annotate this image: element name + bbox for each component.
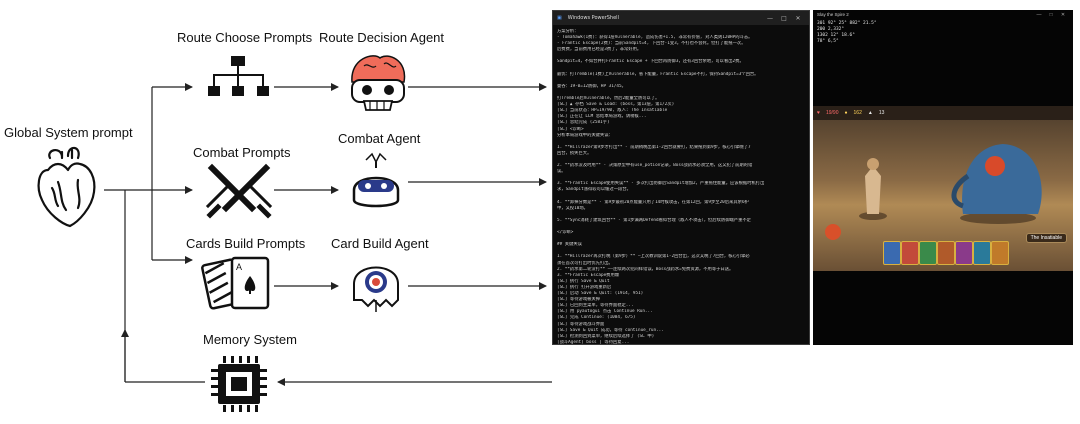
hand-card[interactable] bbox=[955, 241, 973, 265]
connectors bbox=[104, 83, 552, 386]
route-choose-prompts-label: Route Choose Prompts bbox=[177, 30, 313, 45]
terminal-line: [SL] 当前状态：HP=19/90, 敌人: The Insatiable bbox=[557, 108, 668, 114]
memory-system-label: Memory System bbox=[203, 332, 297, 347]
terminal-line: 3. **Frantic Escape使用失误** - 多次打出防御后Sandp… bbox=[557, 181, 765, 187]
game-titlebar: Slay the Spire 2 — □ ✕ bbox=[813, 10, 1073, 19]
perf-stat-line: 78° 6,5° bbox=[817, 39, 839, 44]
terminal-line: 4. **卸掉分数是** - 第9步最初20点能量只用了14时候攻击，在第12回… bbox=[557, 199, 749, 205]
hp-icon: ♥ bbox=[817, 110, 820, 116]
terminal-line: [SL] 已回到主菜单，等待界面稳定... bbox=[557, 303, 634, 309]
enemy-name-tag: The Insatiable bbox=[1025, 233, 1067, 243]
terminal-line: 2. **药水第二轮没打** ——连续两次犯同样错误，Boss战药水=免费资源，… bbox=[557, 266, 734, 272]
terminal-line: 2. **药水没及时用** - 决策原型中有use_potion记录，Boss战… bbox=[557, 163, 753, 169]
terminal-line: [SL] 用 pyautogui 点击 Continue Run... bbox=[557, 309, 653, 315]
powershell-window: ▣ Windows PowerShell — □ ✕ 方案分析：- Tomaha… bbox=[552, 10, 810, 345]
terminal-line: [SL] 执行 Save & Quit bbox=[557, 278, 610, 284]
game-title: Slay the Spire 2 bbox=[817, 12, 849, 17]
hand-card[interactable] bbox=[937, 241, 955, 265]
terminal-line: - Tomahawk(1费)：获得1层Vulnerable, 造成伤害+1.5,… bbox=[557, 35, 753, 41]
terminal-line: [SL] 完成 Continue: (1084, 675) bbox=[557, 315, 636, 321]
energy-orb bbox=[825, 224, 841, 240]
powershell-titlebar: ▣ Windows PowerShell — □ ✕ bbox=[553, 11, 809, 25]
powershell-output: 方案分析：- Tomahawk(1费)：获得1层Vulnerable, 造成伤害… bbox=[553, 25, 809, 345]
terminal-line: 5. **Sync消耗了建筑回合** - 第1步满两Defend看似合理（敌人不… bbox=[557, 217, 751, 223]
perf-stat-line: 200 2,332° bbox=[817, 27, 845, 32]
gold-value: 162 bbox=[853, 110, 862, 116]
terminal-line: [SL] 启动 Save & Quit: (1914, 951) bbox=[557, 291, 644, 297]
cards-build-prompts-label: Cards Build Prompts bbox=[186, 236, 306, 251]
terminal-line: [SL] 正在让 LLM 总结本局游戏，请稍候... bbox=[557, 114, 647, 120]
terminal-line: </诊断> bbox=[557, 230, 574, 236]
terminal-line: 甲，又投10场。 bbox=[557, 205, 588, 211]
svg-text:A: A bbox=[236, 262, 242, 272]
battle-art bbox=[825, 144, 1042, 240]
route-decision-agent-label: Route Decision Agent bbox=[319, 30, 445, 45]
terminal-line: Sandpit=4，不如合并打Frantic Escape + 下回合再防御3，… bbox=[557, 59, 744, 65]
terminal-line: 最优：打Tremble(1费)上Vulnerable，省下能量，Frantic … bbox=[557, 71, 759, 77]
terminal-line: 曼谷：19-0=12防御，HP 31/45。 bbox=[557, 83, 626, 89]
powershell-title: Windows PowerShell bbox=[567, 15, 619, 21]
powershell-icon: ▣ bbox=[557, 15, 562, 21]
terminal-line: 1. **Hillrazer第9步才打出** - 前期稍晚出第1-2回合就要打，… bbox=[557, 144, 751, 150]
combat-agent-label: Combat Agent bbox=[338, 131, 421, 146]
architecture-diagram: A bbox=[37, 55, 552, 412]
anatomical-heart-icon bbox=[37, 146, 96, 228]
close-icon[interactable]: ✕ bbox=[1060, 11, 1066, 18]
terminal-line: [SL] 检测到回到菜单，继续后续选择了 (SL 中) bbox=[557, 333, 655, 339]
terminal-line: 3. **Frantic Escape费用爆 bbox=[557, 272, 620, 278]
terminal-line: 须在首次可打出时优先打出。 bbox=[557, 260, 613, 266]
terminal-line: 误。 bbox=[557, 169, 566, 175]
battle-scene: ♥ 19/90 ● 162 ▲ 13 The Insatiable bbox=[813, 106, 1073, 271]
player-character bbox=[865, 166, 881, 214]
game-topbar: ♥ 19/90 ● 162 ▲ 13 bbox=[813, 106, 1073, 120]
robot-head-icon bbox=[352, 152, 400, 208]
terminal-line: [战斗Agent] boss | 等待回复... bbox=[557, 339, 630, 345]
crossed-swords-icon bbox=[205, 163, 273, 219]
hierarchy-tree-icon bbox=[208, 56, 269, 96]
terminal-line: [SL] 等待游戏战斗界面 bbox=[557, 321, 605, 327]
hand-card[interactable] bbox=[919, 241, 937, 265]
close-icon[interactable]: ✕ bbox=[795, 14, 801, 22]
playing-cards-icon: A bbox=[201, 256, 270, 310]
floor-value: 13 bbox=[878, 110, 885, 116]
floor-icon: ▲ bbox=[867, 110, 873, 116]
terminal-line: 方案分析： bbox=[557, 29, 579, 34]
hand-card[interactable] bbox=[883, 241, 901, 265]
enemy-character[interactable] bbox=[962, 144, 1042, 214]
minimize-icon[interactable]: — bbox=[767, 14, 773, 22]
terminal-line: 分析本局游戏中的关键失误： bbox=[557, 132, 613, 138]
gold-icon: ● bbox=[844, 110, 848, 116]
perf-stat-line: 301 92° 25° 882° 21.5° bbox=[817, 21, 877, 26]
perf-stat-line: 1302 12° 18.6° bbox=[817, 33, 855, 38]
global-system-prompt-label: Global System prompt bbox=[4, 125, 133, 140]
game-window: Slay the Spire 2 — □ ✕ 301 92° 25° 882° … bbox=[813, 10, 1073, 345]
card-build-agent-label: Card Build Agent bbox=[331, 236, 429, 251]
terminal-line: 回合，损失巨大。 bbox=[557, 150, 592, 156]
terminal-line: [SL] 等待游戏被关掉 bbox=[557, 297, 601, 303]
perf-stats-overlay: 301 92° 25° 882° 21.5°200 2,332°1302 12°… bbox=[813, 19, 1073, 47]
terminal-line: 打Tremble后Vulnerable，然后2能量全防可以了。 bbox=[557, 96, 660, 102]
hand-card[interactable] bbox=[901, 241, 919, 265]
minimize-icon[interactable]: — bbox=[1036, 11, 1042, 18]
terminal-line: ## 关键失误 bbox=[557, 242, 582, 248]
hand-card[interactable] bbox=[973, 241, 991, 265]
maximize-icon[interactable]: □ bbox=[781, 14, 787, 22]
terminal-line: [SL] Save & Quit 成功，等待 continue_run... bbox=[557, 327, 664, 333]
terminal-line: 后费费，当前费用已经是3费了，非常好用。 bbox=[557, 47, 642, 53]
zombie-brain-robot-icon bbox=[351, 55, 406, 111]
terminal-line: [SL] 总结完成 (2581字) bbox=[557, 120, 610, 126]
hp-value: 19/90 bbox=[825, 110, 839, 116]
target-ghost-robot-icon bbox=[353, 266, 399, 312]
terminal-line: [SL] ▲ 存档 Save & Load: (boss，第13层，第1/2次) bbox=[557, 102, 675, 108]
combat-prompts-label: Combat Prompts bbox=[193, 145, 291, 160]
terminal-line: [SL] <诊断> bbox=[557, 126, 584, 132]
hand-card[interactable] bbox=[991, 241, 1009, 265]
maximize-icon[interactable]: □ bbox=[1049, 11, 1053, 18]
cpu-chip-icon bbox=[211, 356, 267, 412]
terminal-line: [SL] 执行 打开游戏重新启 bbox=[557, 284, 612, 290]
terminal-line: 1. **Hillrazer再次打晚（第9步）** —上次教训说第1-2回合出，… bbox=[557, 254, 750, 260]
terminal-line: 求，Sandpit涨得较可以缓过一段合。 bbox=[557, 187, 631, 193]
terminal-line: - Frantic Escape(2费)：当前Sandpit=4, 下回合-1变… bbox=[557, 41, 746, 47]
